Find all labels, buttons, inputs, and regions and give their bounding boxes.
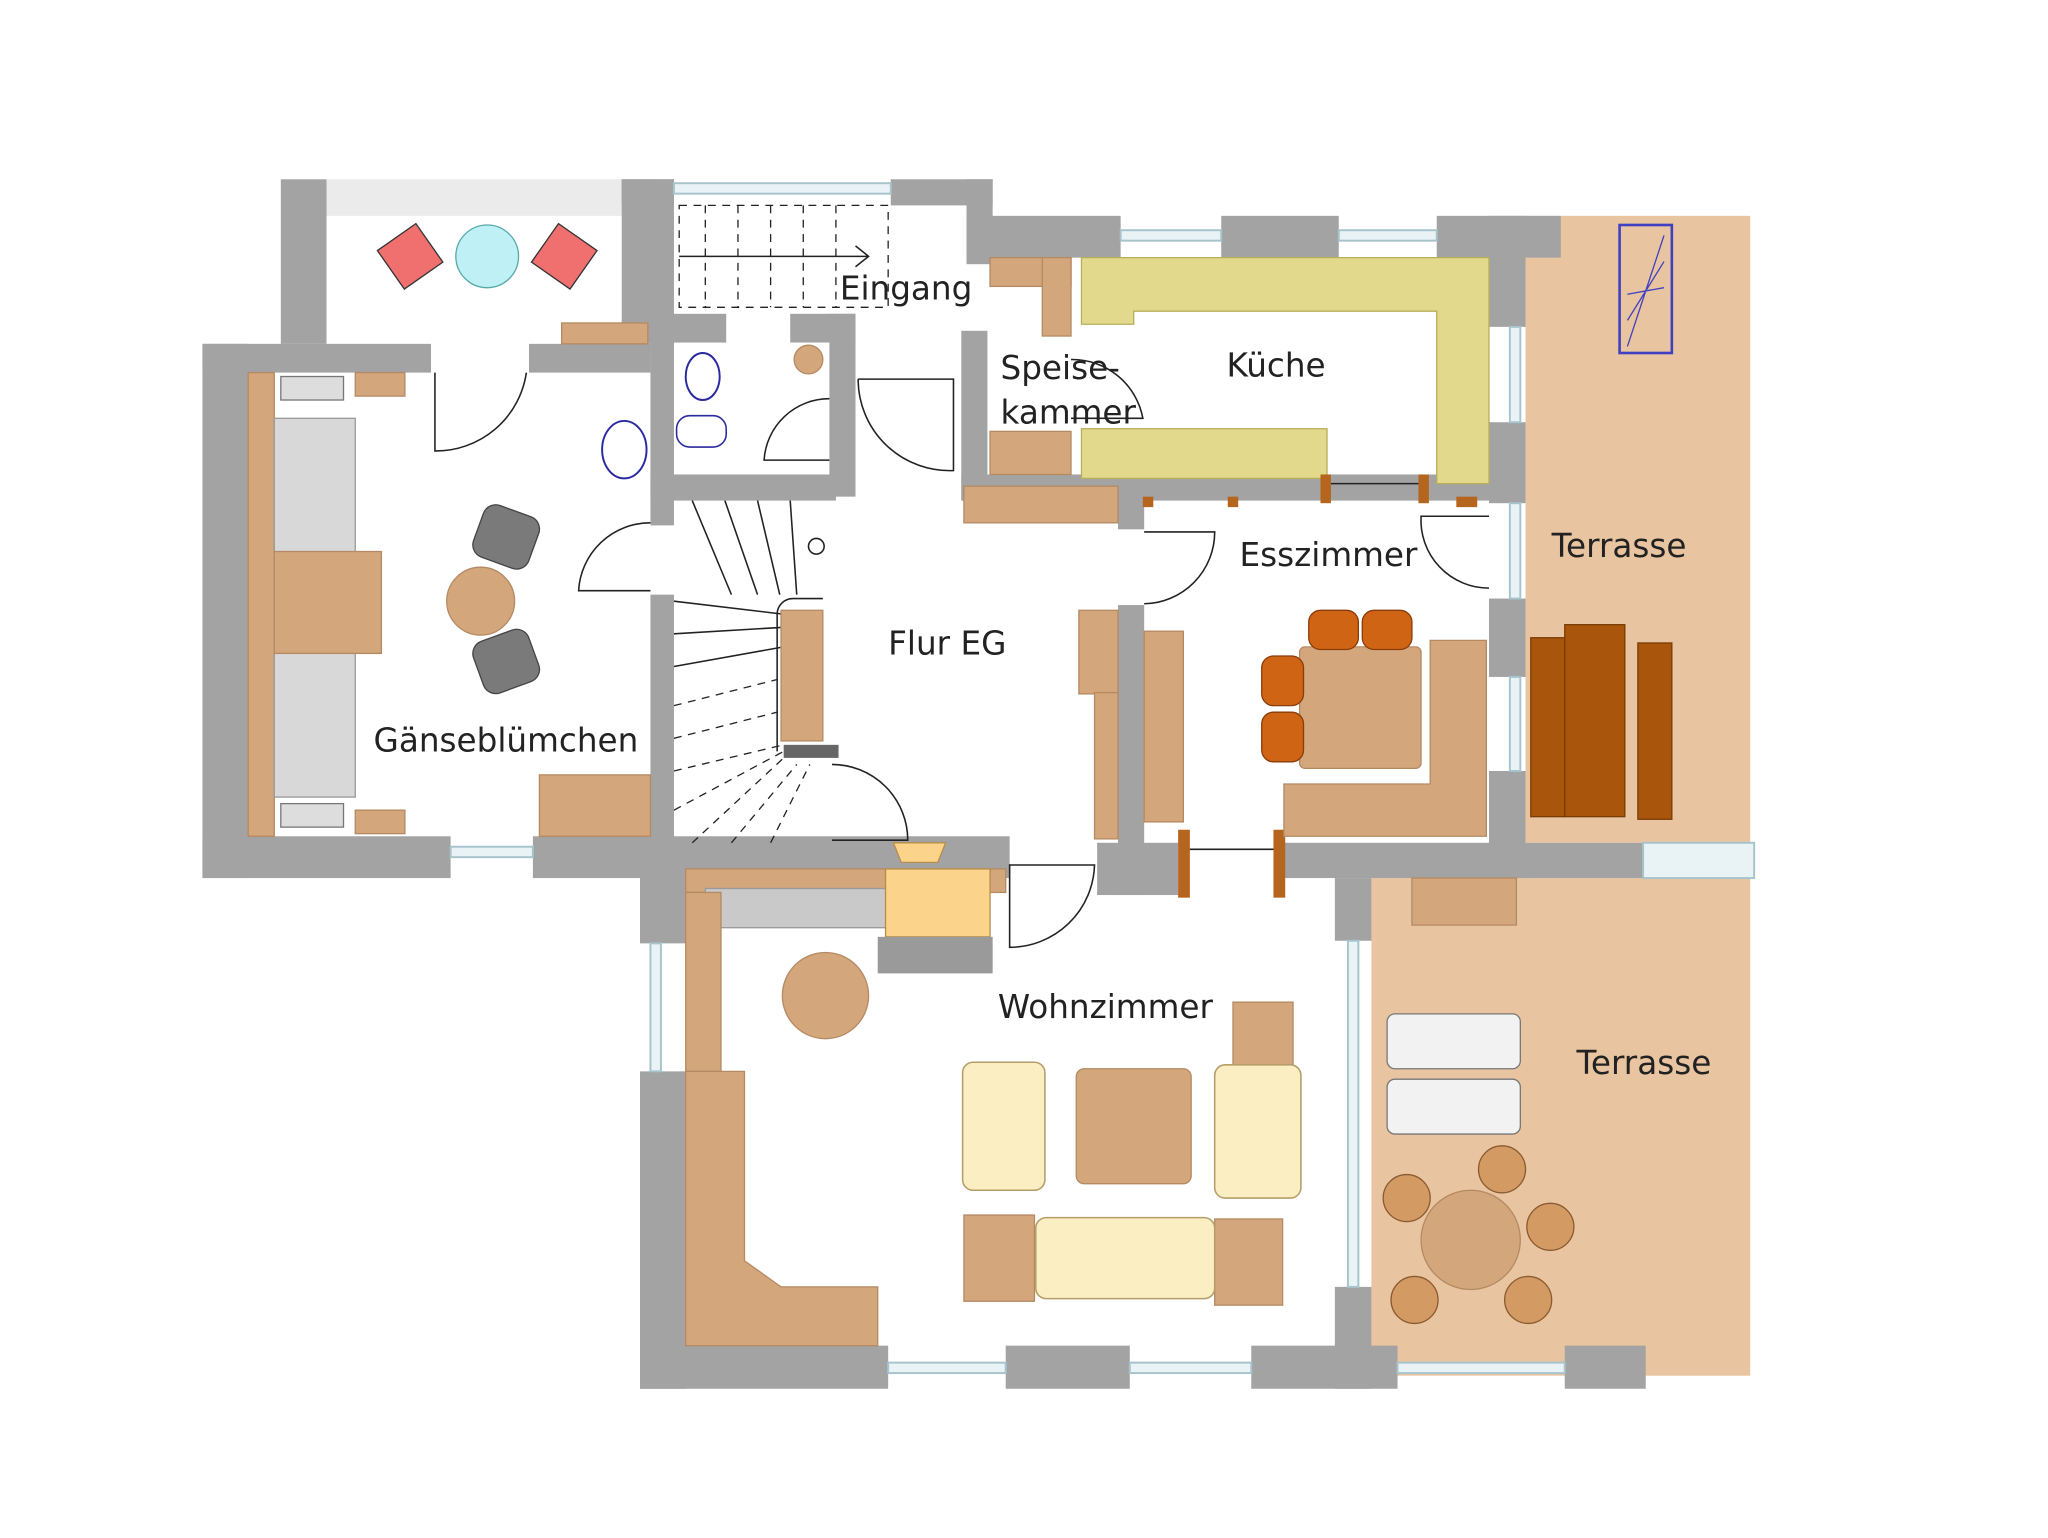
- label-speisekammer-1: Speise-: [1000, 349, 1119, 387]
- dining-chairs: [1261, 609, 1413, 763]
- fireplace-hearth: [704, 887, 889, 929]
- coffee-table: [1075, 1068, 1192, 1185]
- balcony-chair: [530, 222, 598, 290]
- desk: [538, 774, 652, 837]
- label-kueche: Küche: [1226, 347, 1325, 385]
- side-table: [1214, 1218, 1284, 1306]
- round-side-table: [781, 951, 870, 1040]
- armchair: [1213, 1064, 1302, 1199]
- hall-cabinet: [963, 485, 1119, 524]
- kitchen-posts: [1142, 474, 1478, 898]
- label-gaensebluemchen: Gänseblümchen: [374, 721, 639, 759]
- dining-table: [1298, 646, 1422, 769]
- wc-plant: [793, 344, 824, 375]
- nightstand: [280, 375, 345, 401]
- round-table: [446, 566, 516, 636]
- door: [857, 378, 955, 472]
- pantry-shelf: [1041, 257, 1072, 337]
- door: [1008, 864, 1096, 949]
- pantry-shelf: [989, 430, 1072, 476]
- hall-sideboard: [1078, 609, 1119, 695]
- door: [831, 763, 909, 841]
- side-table: [354, 371, 406, 397]
- balcony-chair: [376, 222, 444, 290]
- balcony-bench: [560, 322, 649, 345]
- door: [434, 372, 528, 452]
- fireplace: [884, 868, 991, 938]
- fireplace-bench: [877, 936, 993, 974]
- balcony-strip: [326, 179, 651, 216]
- dining-sideboard: [1143, 630, 1184, 823]
- corner-bench: [1283, 639, 1488, 837]
- kitchen-counter: [1080, 256, 1490, 485]
- door: [1420, 515, 1489, 589]
- wc-sink: [675, 414, 727, 448]
- sun-lounger: [1386, 1013, 1521, 1070]
- toilet: [684, 352, 721, 401]
- label-esszimmer: Esszimmer: [1240, 536, 1419, 574]
- sofa: [1034, 1216, 1216, 1300]
- staircase: [673, 500, 839, 844]
- label-terrasse-oben: Terrasse: [1551, 527, 1687, 565]
- fireplace-vent: [892, 842, 947, 864]
- label-speisekammer-2: kammer: [1000, 394, 1136, 432]
- label-eingang: Eingang: [840, 269, 973, 307]
- wall-shelf: [247, 371, 275, 837]
- armchair: [961, 1061, 1046, 1192]
- armchair: [472, 628, 541, 695]
- hall-sideboard: [1093, 691, 1119, 840]
- wall-unit: [685, 891, 722, 1073]
- terrace-benches: [1530, 624, 1673, 820]
- label-wohnzimmer: Wohnzimmer: [998, 988, 1214, 1026]
- sun-lounger: [1386, 1078, 1521, 1135]
- parasol-hatch: [1626, 235, 1665, 347]
- walls: [202, 179, 1646, 1389]
- door: [577, 522, 651, 592]
- side-table: [354, 809, 406, 835]
- kitchen-island: [1080, 428, 1328, 480]
- armchair: [472, 504, 541, 570]
- parasol-base: [1618, 223, 1674, 355]
- door: [1071, 358, 1144, 420]
- windows: [449, 182, 1756, 1375]
- door: [763, 397, 830, 461]
- cabinet: [1232, 1001, 1294, 1066]
- nightstand: [280, 802, 345, 828]
- bed-headboard: [273, 550, 383, 655]
- washbasin: [601, 419, 648, 480]
- terrace-planter: [1411, 877, 1518, 926]
- terrace-round-table: [1420, 1189, 1521, 1291]
- terrace-chairs: [1382, 1145, 1575, 1325]
- door: [1144, 531, 1216, 605]
- label-flur: Flur EG: [888, 625, 1006, 663]
- label-terrasse-unten: Terrasse: [1575, 1044, 1711, 1082]
- balcony-table: [455, 224, 520, 289]
- side-table: [963, 1214, 1036, 1302]
- entrance-steps: [678, 204, 889, 308]
- corner-sofa: [685, 1070, 879, 1347]
